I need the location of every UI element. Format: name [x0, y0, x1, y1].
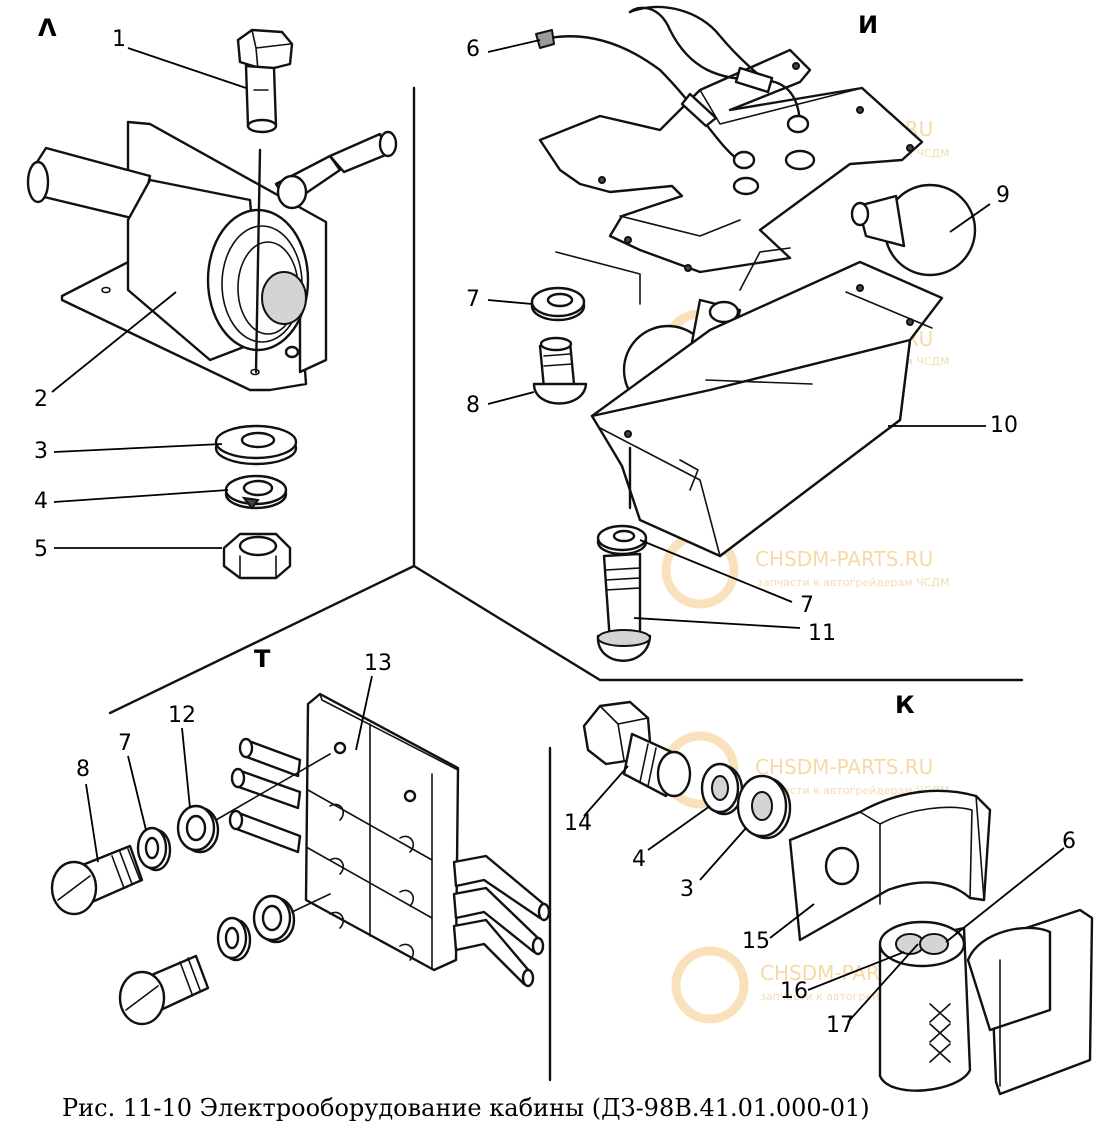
section-dividers [108, 86, 1024, 1082]
leader-7b [639, 539, 793, 603]
lamp-bracket [538, 48, 924, 274]
solenoid-assembly [26, 120, 398, 392]
callout-8: 8 [466, 393, 480, 418]
cable-lug-6 [878, 920, 972, 1092]
leader-2 [51, 291, 177, 393]
leader-3 [53, 443, 223, 453]
spring-washer-4k [700, 762, 744, 816]
watermark-brand: CHSDM-PARTS.RU [755, 547, 933, 571]
callout-15: 15 [742, 929, 770, 954]
terminal-block-13 [304, 692, 460, 972]
callout-14: 14 [564, 811, 592, 836]
callout-7t: 7 [118, 731, 132, 756]
leader-4 [53, 489, 229, 503]
spring-washer-terminal-lower [216, 916, 252, 962]
lamp-bulb-9 [850, 183, 977, 277]
leader-6k [945, 847, 1065, 943]
leader-13 [355, 675, 373, 751]
callout-9: 9 [996, 183, 1010, 208]
spring-washer-7-terminal [136, 826, 172, 872]
clamp-15 [788, 789, 992, 942]
callout-7b: 7 [800, 593, 814, 618]
section-label-k: К [895, 691, 915, 719]
callout-4k: 4 [632, 847, 646, 872]
assembly-axis-1 [254, 148, 262, 374]
callout-1: 1 [112, 27, 126, 52]
watermark-tagline: запчасти к автогрейдерам ЧСДМ [757, 784, 950, 797]
leader-8t [85, 783, 99, 863]
wire-harness [535, 5, 810, 170]
screw-11 [596, 552, 652, 662]
callout-13: 13 [364, 651, 392, 676]
flat-washer-3k [736, 774, 792, 840]
leader-14 [583, 765, 629, 817]
callout-3: 3 [34, 439, 48, 464]
leader-9 [949, 203, 991, 233]
nut-5 [222, 532, 292, 580]
leader-1 [127, 47, 247, 89]
callout-7: 7 [466, 287, 480, 312]
leader-11 [633, 617, 801, 629]
callout-16: 16 [780, 979, 808, 1004]
screw-terminal-lower [118, 954, 210, 1026]
bolt-1 [236, 28, 294, 134]
leader-12 [181, 727, 191, 809]
section-label-i: И [858, 11, 878, 39]
lamp-housing-10 [590, 260, 944, 558]
screw-8-top [532, 336, 588, 405]
washer-12 [176, 804, 220, 854]
assembly-axis-terminal-top [215, 753, 331, 821]
flat-washer-3 [214, 424, 298, 466]
terminal-wires-right [452, 854, 551, 988]
leader-4k [647, 805, 711, 851]
leader-17 [847, 943, 919, 1023]
leader-7 [487, 299, 533, 305]
terminal-wires-left [228, 737, 302, 854]
leader-7t [127, 755, 147, 831]
callout-12: 12 [168, 703, 196, 728]
screw-8-terminal [50, 844, 144, 916]
leader-6 [487, 39, 541, 53]
washer-7-bottom [596, 524, 648, 556]
leader-15 [769, 903, 815, 939]
mounting-bracket-k [966, 908, 1094, 1096]
spring-washer-4 [224, 474, 288, 510]
callout-6: 6 [466, 37, 480, 62]
leader-3k [699, 827, 747, 881]
section-label-l: Λ [38, 14, 57, 42]
callout-17: 17 [826, 1013, 854, 1038]
figure-caption: Рис. 11-10 Электрооборудование кабины (Д… [62, 1094, 870, 1122]
watermark-tagline: запчасти к автогрейдерам ЧСДМ [757, 576, 950, 589]
leader-8 [487, 391, 535, 405]
callout-8t: 8 [76, 757, 90, 782]
assembly-axis-terminal-bottom [291, 893, 331, 913]
bolt-14 [582, 700, 692, 798]
callout-4: 4 [34, 489, 48, 514]
callout-10: 10 [990, 413, 1018, 438]
callout-5: 5 [34, 537, 48, 562]
watermark-brand: CHSDM-PARTS.RU [755, 755, 933, 779]
callout-3k: 3 [680, 877, 694, 902]
callout-6k: 6 [1062, 829, 1076, 854]
section-label-t: Т [254, 645, 271, 673]
callout-11: 11 [808, 621, 836, 646]
leader-16 [807, 951, 905, 991]
washer-terminal-lower [252, 894, 296, 944]
assembly-axis-bracket [555, 251, 641, 305]
callout-2: 2 [34, 387, 48, 412]
washer-7-top [530, 286, 586, 322]
